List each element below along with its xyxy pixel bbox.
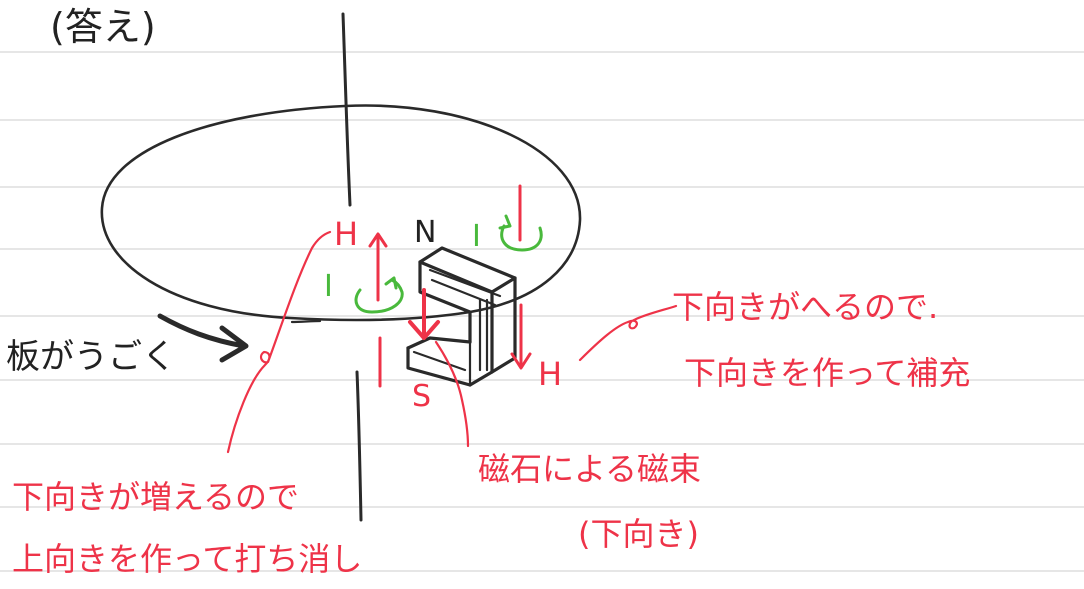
left-note-line2: 上向きを作って打ち消し (12, 540, 362, 578)
right-note-line2: 下向きを作って補充 (684, 354, 970, 392)
ruled-lines (0, 51, 1084, 572)
current-right-label: I (472, 219, 481, 254)
right-field-down-arrow (510, 303, 532, 370)
induced-field-up-arrow (368, 232, 388, 302)
magnet-flux-down-arrow (408, 288, 440, 340)
left-note-leader (226, 230, 332, 454)
right-note-leader (578, 304, 678, 362)
north-pole-label: N (414, 215, 436, 250)
board-move-arrow (157, 313, 249, 363)
h-upper-label: H (334, 215, 358, 253)
bottom-note-line2: (下向き) (578, 515, 699, 553)
answer-label: (答え) (50, 5, 156, 49)
left-note-line1: 下向きが増えるので (12, 478, 299, 516)
bottom-note-leader (434, 340, 470, 448)
h-right-label: H (538, 355, 562, 393)
south-pole-label: S (412, 379, 431, 414)
bottom-note-line1: 磁石による磁束 (478, 450, 701, 488)
board-ellipse (100, 104, 582, 322)
current-loop-left (354, 276, 404, 314)
current-loop-right (498, 214, 543, 252)
right-note-line1: 下向きがへるので. (672, 288, 938, 326)
board-moves-label: 板がうごく (6, 337, 176, 377)
board-ellipse-underside (290, 319, 322, 324)
current-left-label: I (324, 269, 333, 304)
